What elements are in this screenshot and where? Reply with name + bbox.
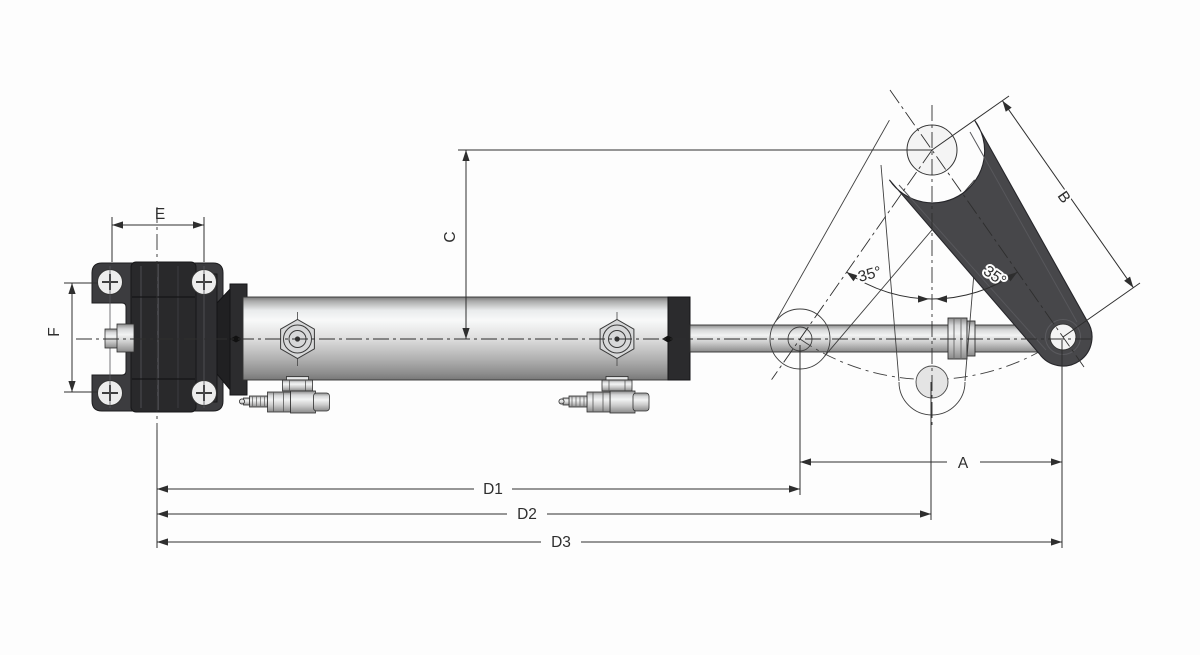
angle-label-left: 35° [856,263,883,285]
dim-label-e: E [155,206,165,223]
dim-label-a: A [958,455,969,472]
dim-f [64,282,98,393]
centerline-phantom-axis [771,149,933,380]
tiller-tip-boss [1045,319,1081,355]
dim-label-d1: D1 [483,481,503,498]
piston-rod [689,324,1047,353]
dim-label-b: B [1054,188,1074,206]
dim-b [931,95,1141,338]
centerline-diamond [230,335,242,343]
centerline-arm-axis [889,89,1085,368]
dim-label-d2: D2 [517,506,537,523]
rod-lock-nut [947,317,976,360]
cylinder-tube [242,296,669,381]
dim-e [111,217,205,262]
dim-label-f: F [46,327,63,336]
dim-label-d3: D3 [551,534,571,551]
dim-a [799,340,1063,548]
centerline-diamond [662,335,674,343]
mounting-bracket [91,261,248,413]
dim-label-c: C [442,231,459,242]
rod-end-stub [104,323,135,353]
